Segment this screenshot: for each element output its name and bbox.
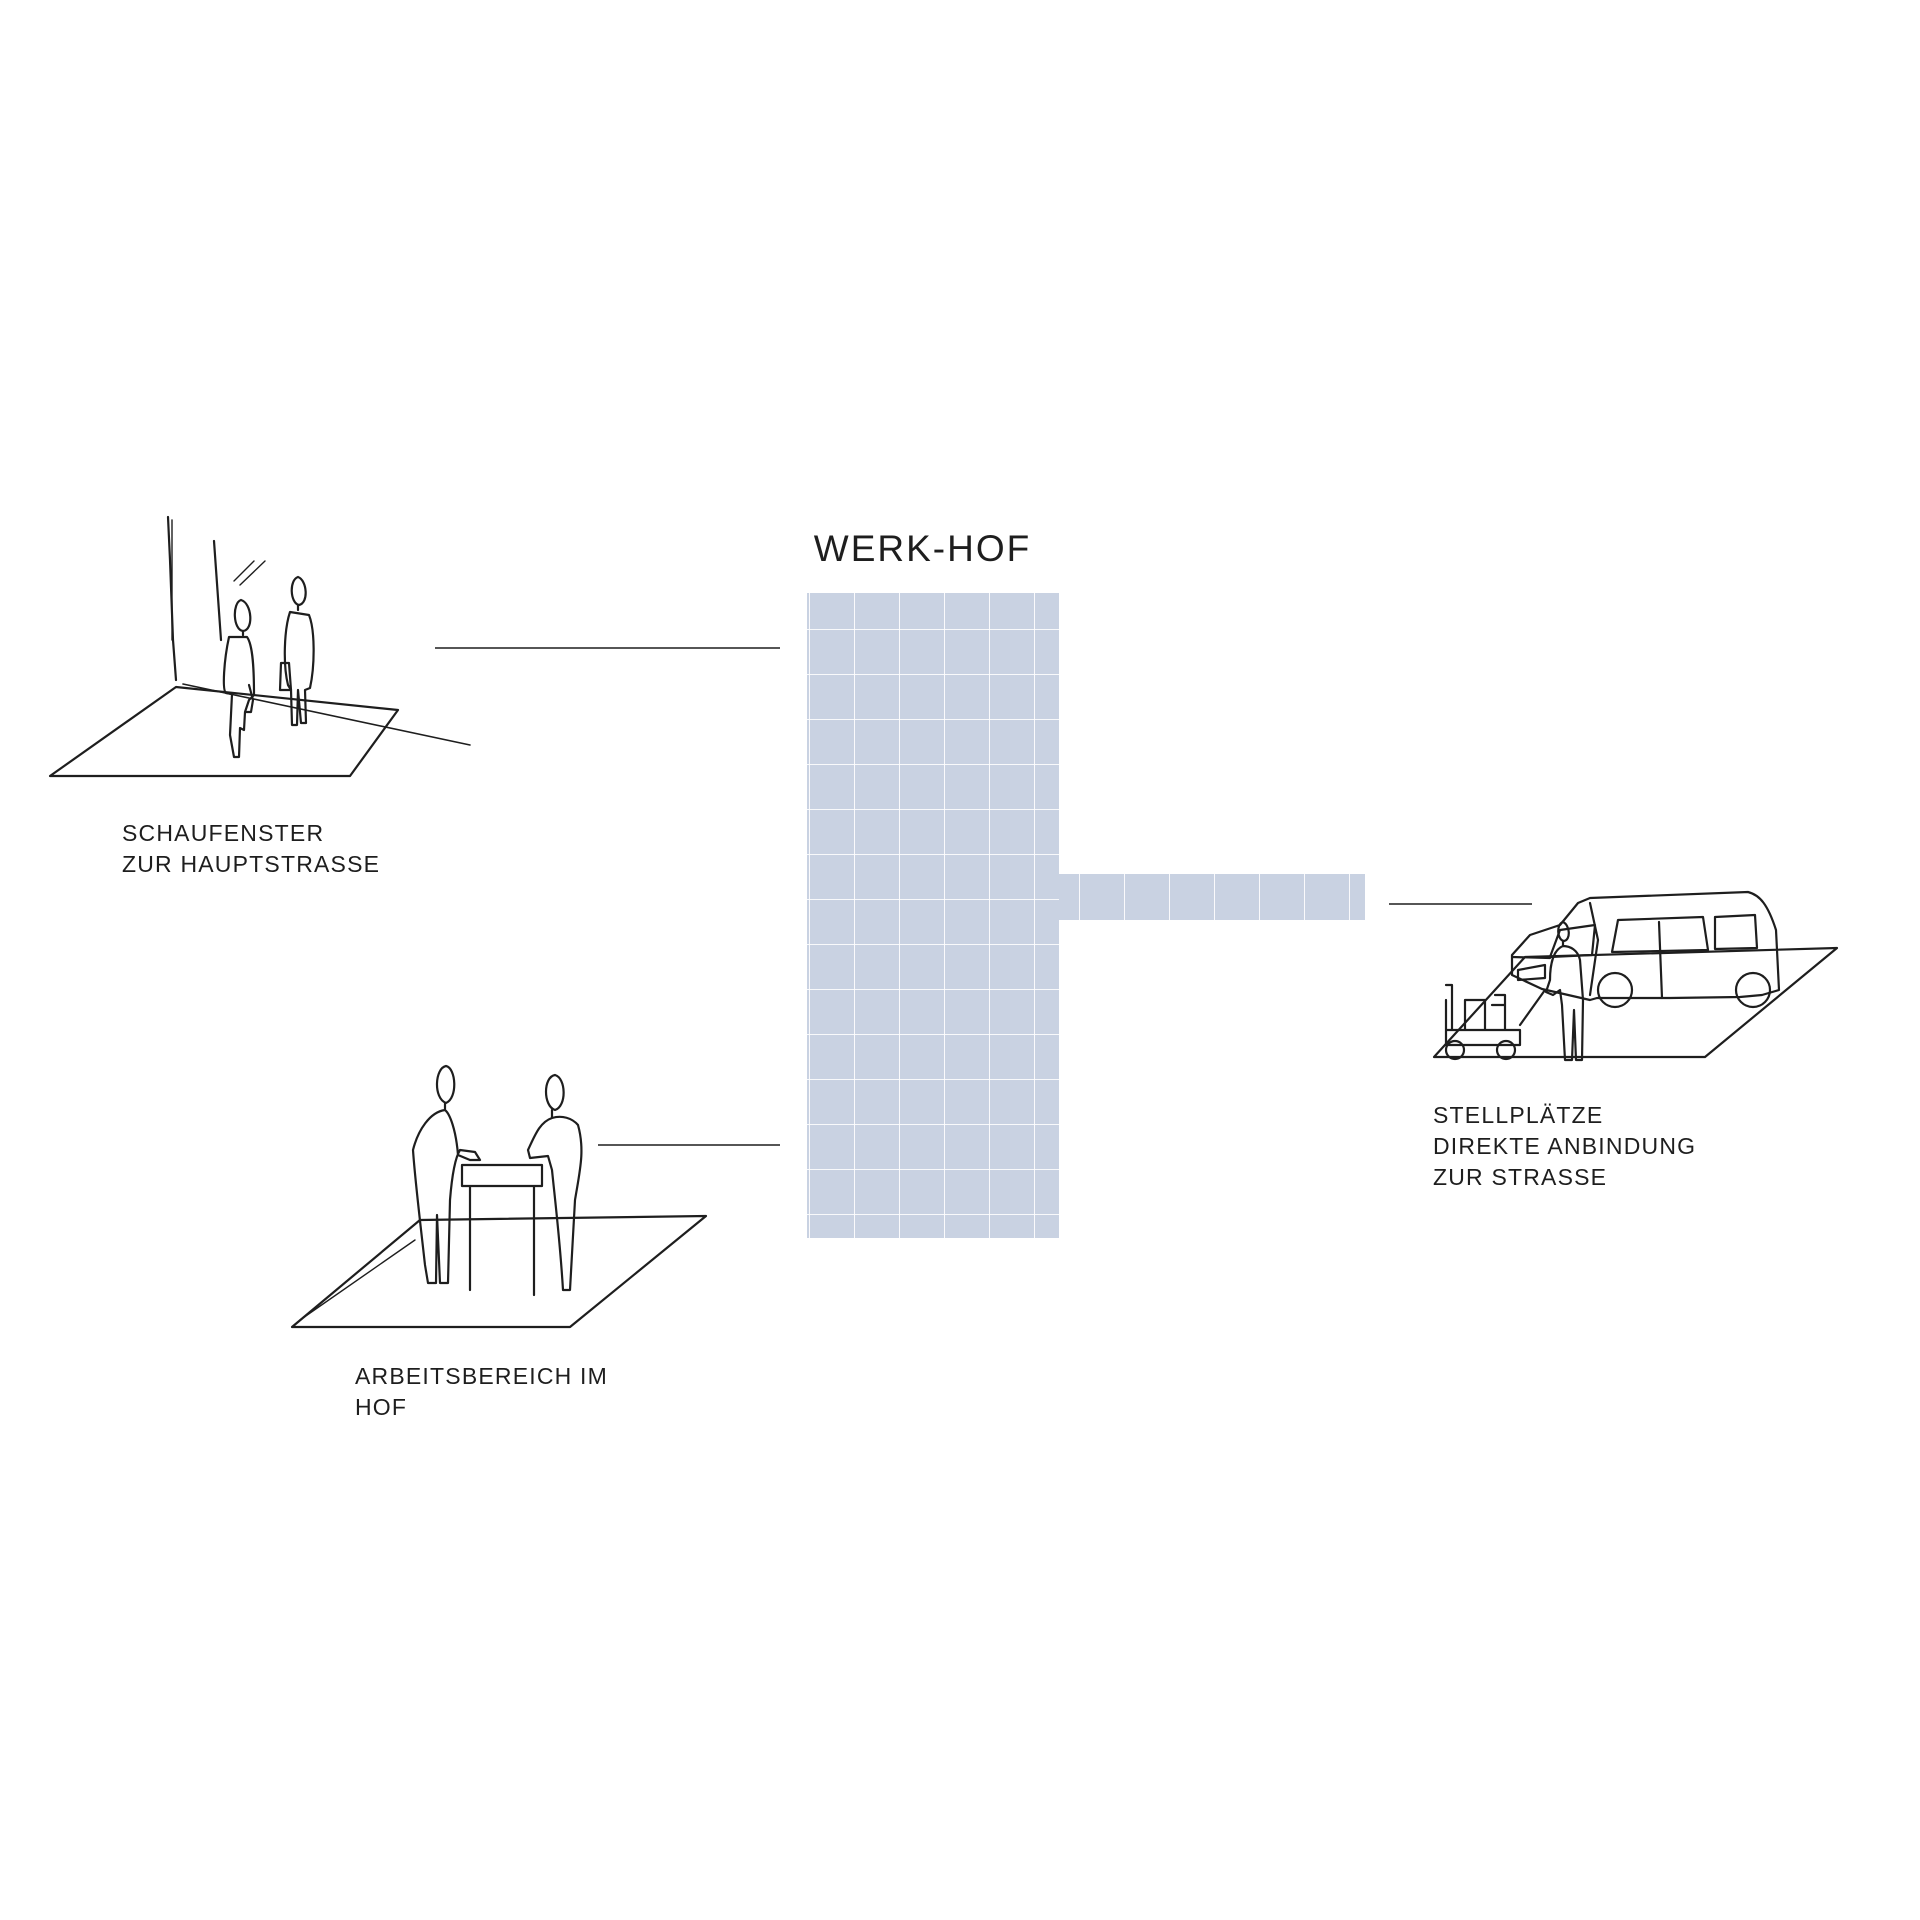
shop-window-sketch bbox=[48, 515, 471, 778]
cart bbox=[1444, 983, 1547, 1047]
cart-worker bbox=[1544, 920, 1585, 1062]
parking-van-sketch bbox=[1432, 890, 1839, 1062]
workbench bbox=[460, 1163, 544, 1297]
worker-left bbox=[411, 1064, 482, 1285]
van-body bbox=[1510, 890, 1781, 1002]
workbench-sketch bbox=[290, 1064, 708, 1329]
werk-hof-connector-block bbox=[1059, 874, 1365, 920]
label-schaufenster-line-1: SCHAUFENSTER bbox=[122, 820, 325, 846]
werk-hof-main-block bbox=[807, 593, 1059, 1238]
label-arbeitsbereich: ARBEITSBEREICH IM HOF bbox=[355, 1361, 608, 1423]
pedestrian-1 bbox=[222, 598, 256, 759]
label-stellplaetze: STELLPLÄTZE DIREKTE ANBINDUNG ZUR STRASS… bbox=[1433, 1100, 1696, 1193]
worker-right bbox=[526, 1073, 583, 1292]
label-arbeitsbereich-line-1: ARBEITSBEREICH IM bbox=[355, 1363, 608, 1389]
label-schaufenster: SCHAUFENSTER ZUR HAUPTSTRASSE bbox=[122, 818, 380, 880]
van-front-wheel bbox=[1596, 971, 1634, 1009]
label-stellplaetze-line-1: STELLPLÄTZE bbox=[1433, 1102, 1604, 1128]
pedestrian-2 bbox=[283, 575, 315, 727]
label-schaufenster-line-2: ZUR HAUPTSTRASSE bbox=[122, 851, 381, 877]
diagram-title: WERK-HOF bbox=[813, 528, 1032, 569]
label-stellplaetze-line-2: DIREKTE ANBINDUNG bbox=[1433, 1133, 1697, 1159]
van-rear-wheel bbox=[1734, 971, 1772, 1009]
label-arbeitsbereich-line-2: HOF bbox=[355, 1394, 408, 1420]
label-stellplaetze-line-3: ZUR STRASSE bbox=[1433, 1164, 1608, 1190]
